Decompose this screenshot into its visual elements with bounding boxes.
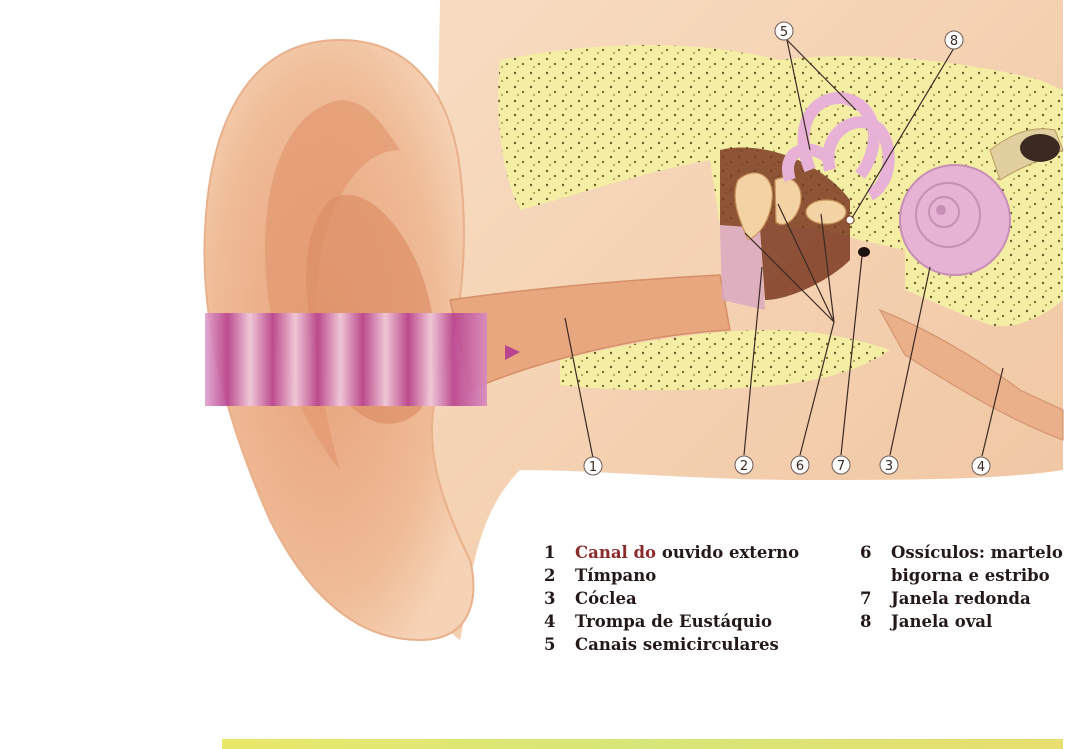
legend-item-6-cont: bigorna e estribo [860, 564, 1063, 587]
bottom-color-band [222, 739, 1063, 749]
